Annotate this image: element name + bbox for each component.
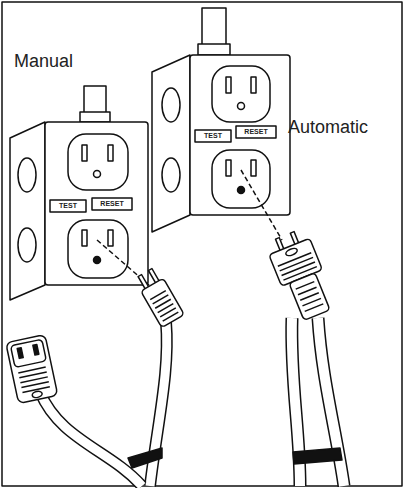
button-label: RESET	[92, 198, 132, 210]
button-label: TEST	[50, 200, 86, 212]
manual-plug	[134, 266, 185, 327]
manual-box	[10, 86, 148, 300]
automatic-box	[152, 8, 290, 232]
button-label: RESET	[236, 126, 276, 138]
automatic-plug	[264, 227, 337, 323]
caption-label: Automatic	[288, 116, 368, 138]
insertion-line	[241, 170, 282, 240]
button-label: TEST	[195, 130, 231, 142]
automatic-cords	[292, 318, 344, 486]
manual-cords	[40, 322, 167, 486]
cord-connector	[6, 335, 58, 404]
caption-label: Manual	[14, 50, 73, 72]
